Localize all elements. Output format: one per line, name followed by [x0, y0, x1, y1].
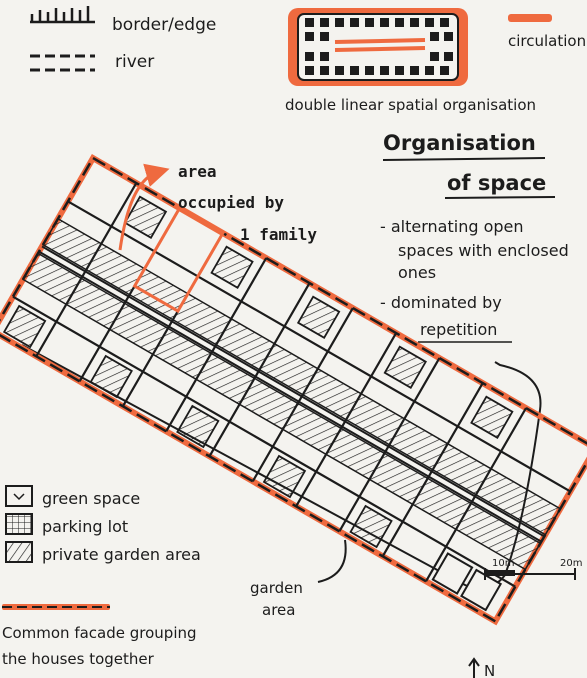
scale-label-20m: 20m	[560, 558, 582, 569]
garden-end-plots	[431, 552, 503, 612]
private-garden-band-upper	[41, 217, 562, 536]
private-garden-swatch	[5, 541, 33, 563]
title-underline-1	[382, 157, 546, 161]
private-garden-band-lower	[21, 252, 542, 571]
family-annotation-2: occupied by	[178, 193, 284, 212]
title-line-2: of space	[447, 171, 546, 195]
housing-block	[0, 153, 587, 626]
scale-label-10m: 10m	[492, 558, 514, 569]
garden-annotation-2: area	[262, 601, 295, 619]
title-underline-2	[444, 196, 556, 199]
green-space-label: green space	[42, 489, 140, 508]
sketch-caption: double linear spatial organisation	[285, 96, 536, 114]
family-annotation-3: 1 family	[240, 225, 317, 244]
family-annotation-1: area	[178, 162, 217, 181]
parking-label: parking lot	[42, 517, 128, 536]
facade-label-1: Common facade grouping	[2, 624, 197, 642]
river-legend-symbol	[30, 54, 95, 72]
green-space-swatch	[5, 485, 33, 507]
family-plot-highlight	[132, 206, 225, 314]
north-label: N	[484, 662, 495, 678]
site-plan	[0, 153, 587, 626]
mini-plan-sketch	[288, 8, 468, 86]
garden-arrow	[317, 539, 347, 583]
plot-dividers	[12, 182, 571, 588]
north-arrow-icon	[468, 657, 480, 678]
note-1-line-3: ones	[398, 263, 436, 282]
title-line-1: Organisation	[383, 131, 536, 155]
facade-label-2: the houses together	[2, 650, 155, 668]
central-path	[41, 245, 545, 538]
circulation-legend-symbol	[508, 14, 552, 22]
note-1-line-1: - alternating open	[380, 217, 524, 236]
border-legend-label: border/edge	[112, 15, 216, 35]
parking-swatch	[5, 513, 33, 535]
border-legend-symbol	[30, 6, 95, 24]
note-1-line-2: spaces with enclosed	[398, 241, 569, 260]
note-2-line-1: - dominated by	[380, 293, 502, 312]
private-garden-squares	[2, 195, 514, 549]
private-garden-label: private garden area	[42, 545, 201, 564]
circulation-legend-label: circulation	[508, 32, 586, 50]
note-2-line-2: repetition	[420, 320, 497, 339]
scale-bar	[484, 568, 576, 580]
garden-annotation-1: garden	[250, 579, 303, 597]
family-arrow	[118, 163, 170, 251]
river-legend-label: river	[115, 52, 154, 72]
